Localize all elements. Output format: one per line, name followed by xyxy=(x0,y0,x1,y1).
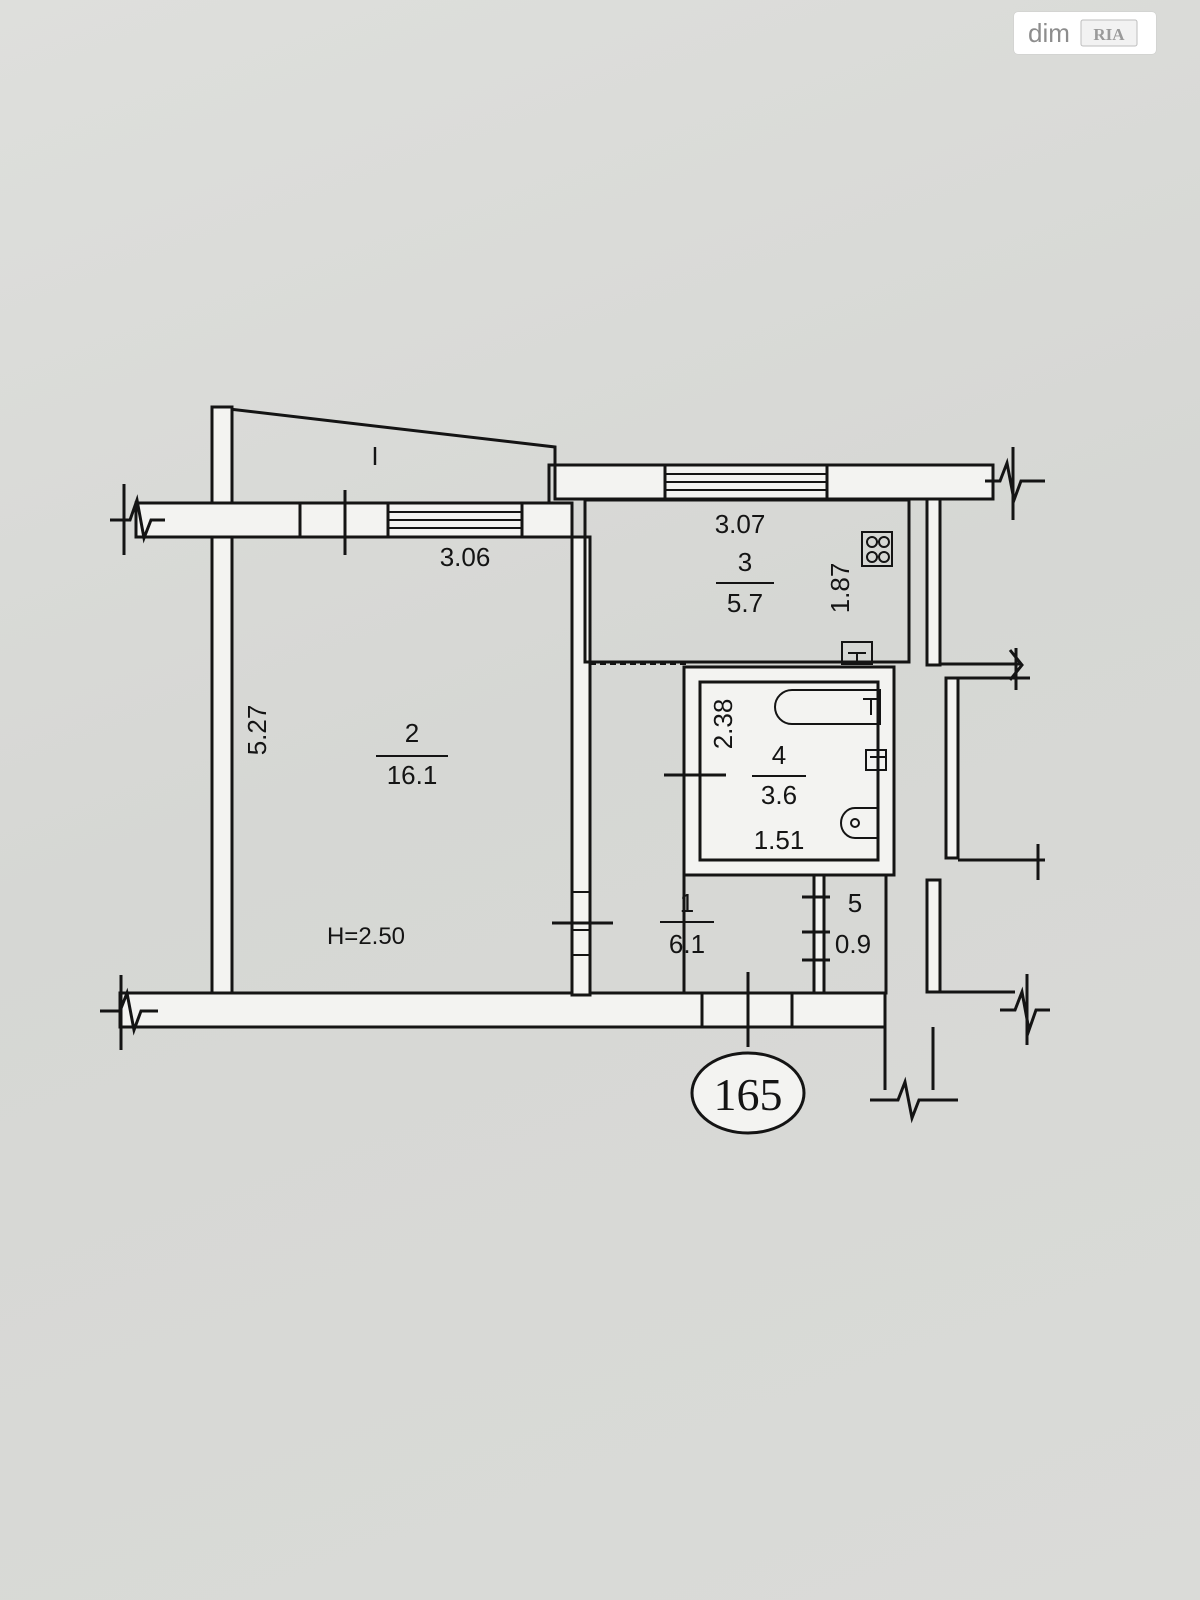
room1-number: 1 xyxy=(680,888,694,918)
balcony-label: I xyxy=(371,441,378,471)
watermark-logo-text: RIA xyxy=(1093,25,1125,44)
room3-width-dim: 3.07 xyxy=(715,509,766,539)
corridor-walls xyxy=(925,497,1050,1045)
room2-length-dim: 5.27 xyxy=(242,705,272,756)
balcony xyxy=(210,405,557,507)
room2-width-dim: 3.06 xyxy=(440,542,491,572)
room5-number: 5 xyxy=(848,888,862,918)
room4-number: 4 xyxy=(772,740,786,770)
left-wall xyxy=(210,535,234,997)
ceiling-height: H=2.50 xyxy=(327,923,405,950)
room3-number: 3 xyxy=(738,547,752,577)
apartment-number: 165 xyxy=(714,1069,783,1120)
apartment-number-plate: 165 xyxy=(690,1051,806,1135)
watermark-badge: dim RIA xyxy=(1014,12,1156,54)
room2-area: 16.1 xyxy=(387,760,438,790)
room3-length-dim: 1.87 xyxy=(825,563,855,614)
ria-logo-icon: RIA xyxy=(1080,18,1138,48)
room3-area: 5.7 xyxy=(727,588,763,618)
room4-length-dim: 2.38 xyxy=(708,699,738,750)
watermark-text: dim xyxy=(1028,17,1070,48)
wall-room2-east xyxy=(570,535,592,997)
room2-number: 2 xyxy=(405,718,419,748)
room-4-bathroom xyxy=(664,665,896,877)
room-3-kitchen xyxy=(583,498,911,665)
room4-width-dim: 1.51 xyxy=(754,825,805,855)
room4-area: 3.6 xyxy=(761,780,797,810)
top-wall xyxy=(110,447,1045,555)
room5-area: 0.9 xyxy=(835,929,871,959)
room-5-storage xyxy=(682,873,888,995)
room1-area: 6.1 xyxy=(669,929,705,959)
bottom-wall xyxy=(100,972,958,1124)
